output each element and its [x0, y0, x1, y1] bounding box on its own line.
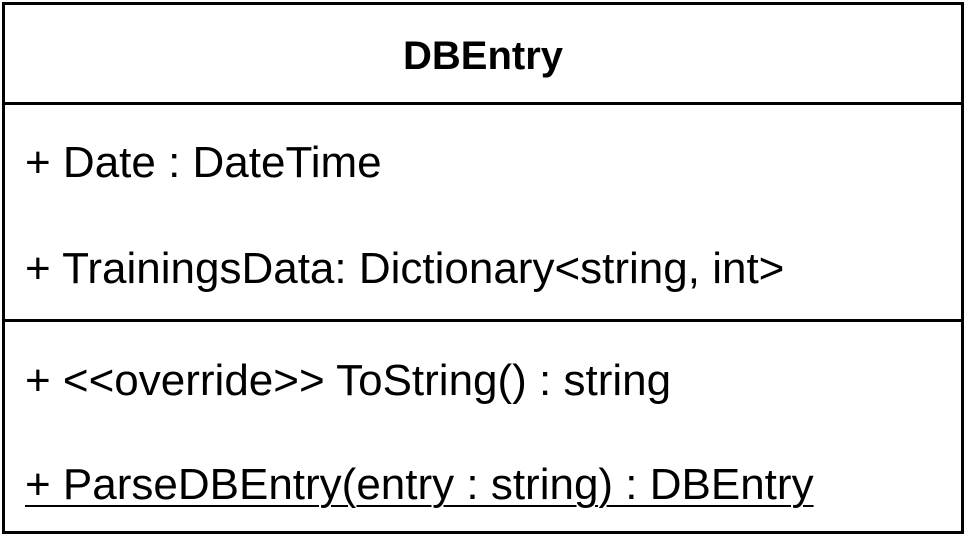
attribute-date: + Date : DateTime	[25, 138, 382, 187]
operation-parse-db-entry: + ParseDBEntry(entry : string) : DBEntry	[25, 460, 814, 509]
class-name: DBEntry	[402, 33, 564, 78]
attributes-compartment: + Date : DateTime + TrainingsData: Dicti…	[5, 105, 961, 322]
operations-compartment: + <<override>> ToString() : string + Par…	[5, 322, 961, 531]
class-header: DBEntry	[5, 5, 961, 105]
uml-class-box[interactable]: DBEntry + Date : DateTime + TrainingsDat…	[2, 2, 964, 534]
attribute-trainings-data: + TrainingsData: Dictionary<string, int>	[25, 244, 785, 293]
operation-to-string: + <<override>> ToString() : string	[25, 356, 672, 405]
